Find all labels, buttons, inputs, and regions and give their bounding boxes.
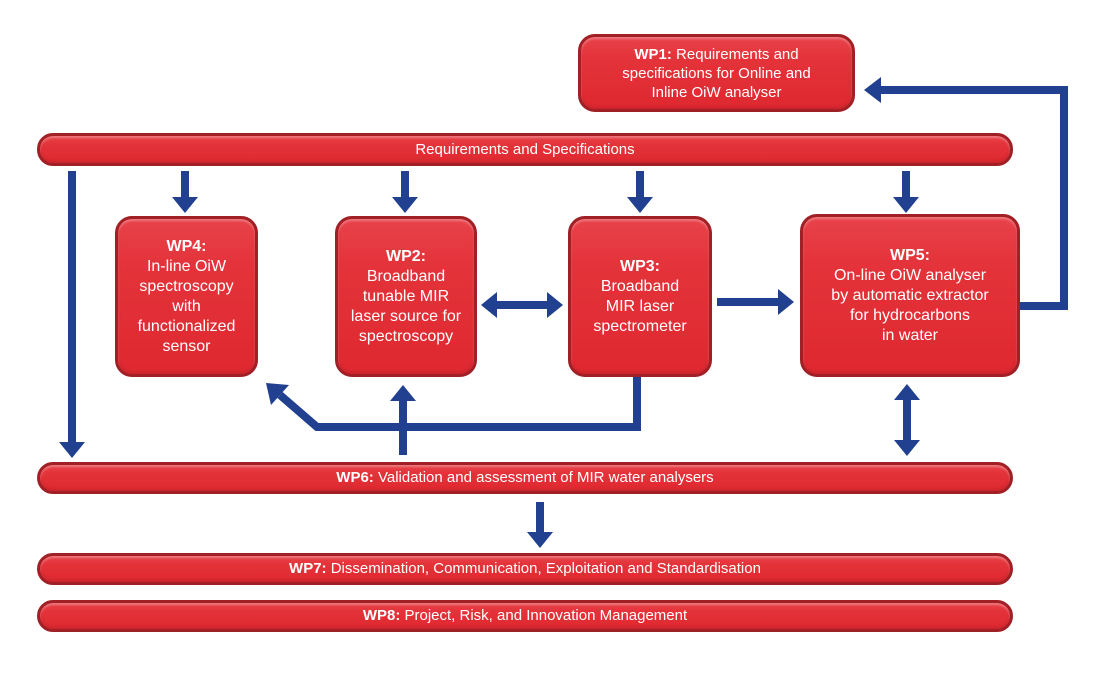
arrow-requirements-to-wp3 (627, 171, 653, 213)
arrow-requirements-to-wp5 (893, 171, 919, 213)
wp2-box: WP2: Broadband tunable MIR laser source … (335, 216, 477, 377)
requirements-bar: Requirements and Specifications (37, 133, 1013, 166)
wp2-text: Broadband tunable MIR laser source for s… (350, 267, 462, 345)
wp7-text: Dissemination, Communication, Exploitati… (330, 560, 761, 577)
wp4-text: In-line OiW spectroscopy with functional… (137, 257, 236, 355)
arrow-requirements-to-wp4 (172, 171, 198, 213)
wp6-text: Validation and assessment of MIR water a… (377, 469, 714, 486)
requirements-bar-text: Requirements and Specifications (415, 140, 635, 158)
wp3-box: WP3: Broadband MIR laser spectrometer (568, 216, 712, 377)
arrow-wp6-to-wp7 (527, 502, 553, 548)
wp2-label: WP2: (386, 247, 426, 265)
wp1-text: Requirements and specifications for Onli… (622, 45, 811, 101)
arrow-wp5-to-wp1 (864, 77, 1068, 310)
wp6-bar: WP6: Validation and assessment of MIR wa… (37, 462, 1013, 494)
wp1-box: WP1: Requirements and specifications for… (578, 34, 855, 112)
wp3-label: WP3: (620, 257, 660, 275)
arrow-wp2-wp3-bidirectional (481, 292, 563, 318)
wp6-label: WP6: (336, 469, 374, 486)
wp8-text: Project, Risk, and Innovation Management (404, 607, 688, 624)
wp7-bar: WP7: Dissemination, Communication, Explo… (37, 553, 1013, 585)
wp5-label: WP5: (890, 246, 930, 264)
arrow-wp6-to-wp2 (390, 385, 416, 455)
arrow-wp3-to-wp5 (717, 289, 794, 315)
wp1-label: WP1: (634, 45, 672, 63)
wp5-box: WP5: On-line OiW analyser by automatic e… (800, 214, 1020, 377)
wp3-text: Broadband MIR laser spectrometer (593, 277, 687, 335)
arrow-wp3-to-wp4 (266, 372, 641, 431)
wp4-box: WP4: In-line OiW spectroscopy with funct… (115, 216, 258, 377)
arrow-requirements-to-wp2 (392, 171, 418, 213)
wp7-label: WP7: (289, 560, 327, 577)
wp5-text: On-line OiW analyser by automatic extrac… (831, 266, 989, 344)
arrow-requirements-to-wp6 (59, 171, 85, 458)
wp4-label: WP4: (166, 237, 207, 255)
wp8-bar: WP8: Project, Risk, and Innovation Manag… (37, 600, 1013, 632)
arrow-wp5-wp6-bidirectional (894, 384, 920, 456)
wp8-label: WP8: (362, 607, 401, 624)
